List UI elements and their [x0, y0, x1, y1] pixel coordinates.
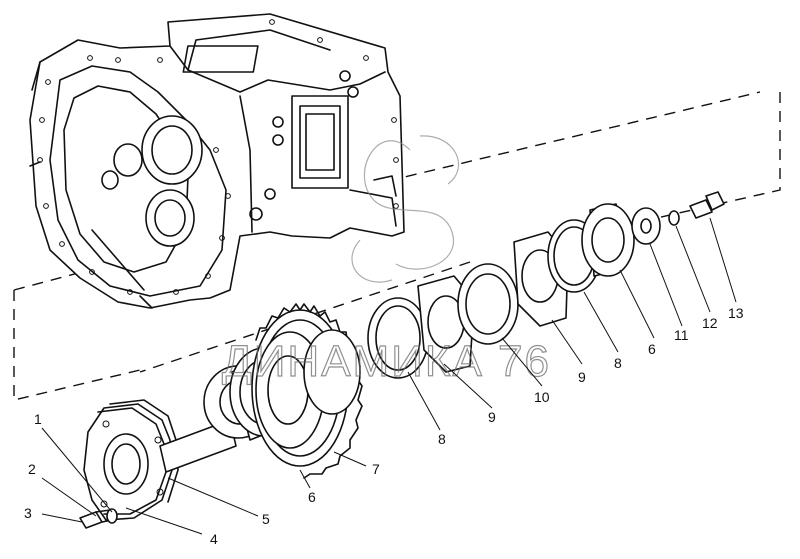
roller-bearing	[581, 203, 635, 277]
watermark: ДИНАМИКА 76	[221, 135, 551, 387]
bearing-cover	[83, 403, 173, 521]
cover-gasket	[109, 399, 179, 503]
drive-gear	[251, 303, 363, 479]
part-label-6-right: 6	[648, 341, 656, 357]
part-label-1: 1	[34, 411, 42, 427]
part-label-9-upper: 9	[578, 369, 586, 385]
part-label-4: 4	[210, 531, 218, 547]
part-label-10: 10	[534, 389, 550, 405]
part-label-9-lower: 9	[488, 409, 496, 425]
part-label-12: 12	[702, 315, 718, 331]
part-label-2: 2	[28, 461, 36, 477]
watermark-text: ДИНАМИКА 76	[222, 337, 551, 386]
retaining-bolt	[689, 191, 725, 219]
part-labels: 1 2 3 4 5 6 7 8 9 10 9 8 6 11 12 13	[24, 305, 744, 547]
part-label-8-lower: 8	[438, 431, 446, 447]
lock-washer	[668, 210, 680, 226]
part-label-3: 3	[24, 505, 32, 521]
part-label-7: 7	[372, 461, 380, 477]
part-label-5: 5	[262, 511, 270, 527]
housing-bolt-holes	[37, 19, 399, 295]
part-label-6-left: 6	[308, 489, 316, 505]
part-label-13: 13	[728, 305, 744, 321]
leader-lines	[41, 217, 737, 535]
cover-bolt	[79, 508, 118, 529]
transmission-housing	[29, 13, 405, 309]
part-label-11: 11	[674, 327, 689, 343]
retaining-ring	[457, 263, 519, 345]
part-label-8-upper: 8	[614, 355, 622, 371]
thrust-washer	[631, 207, 661, 245]
